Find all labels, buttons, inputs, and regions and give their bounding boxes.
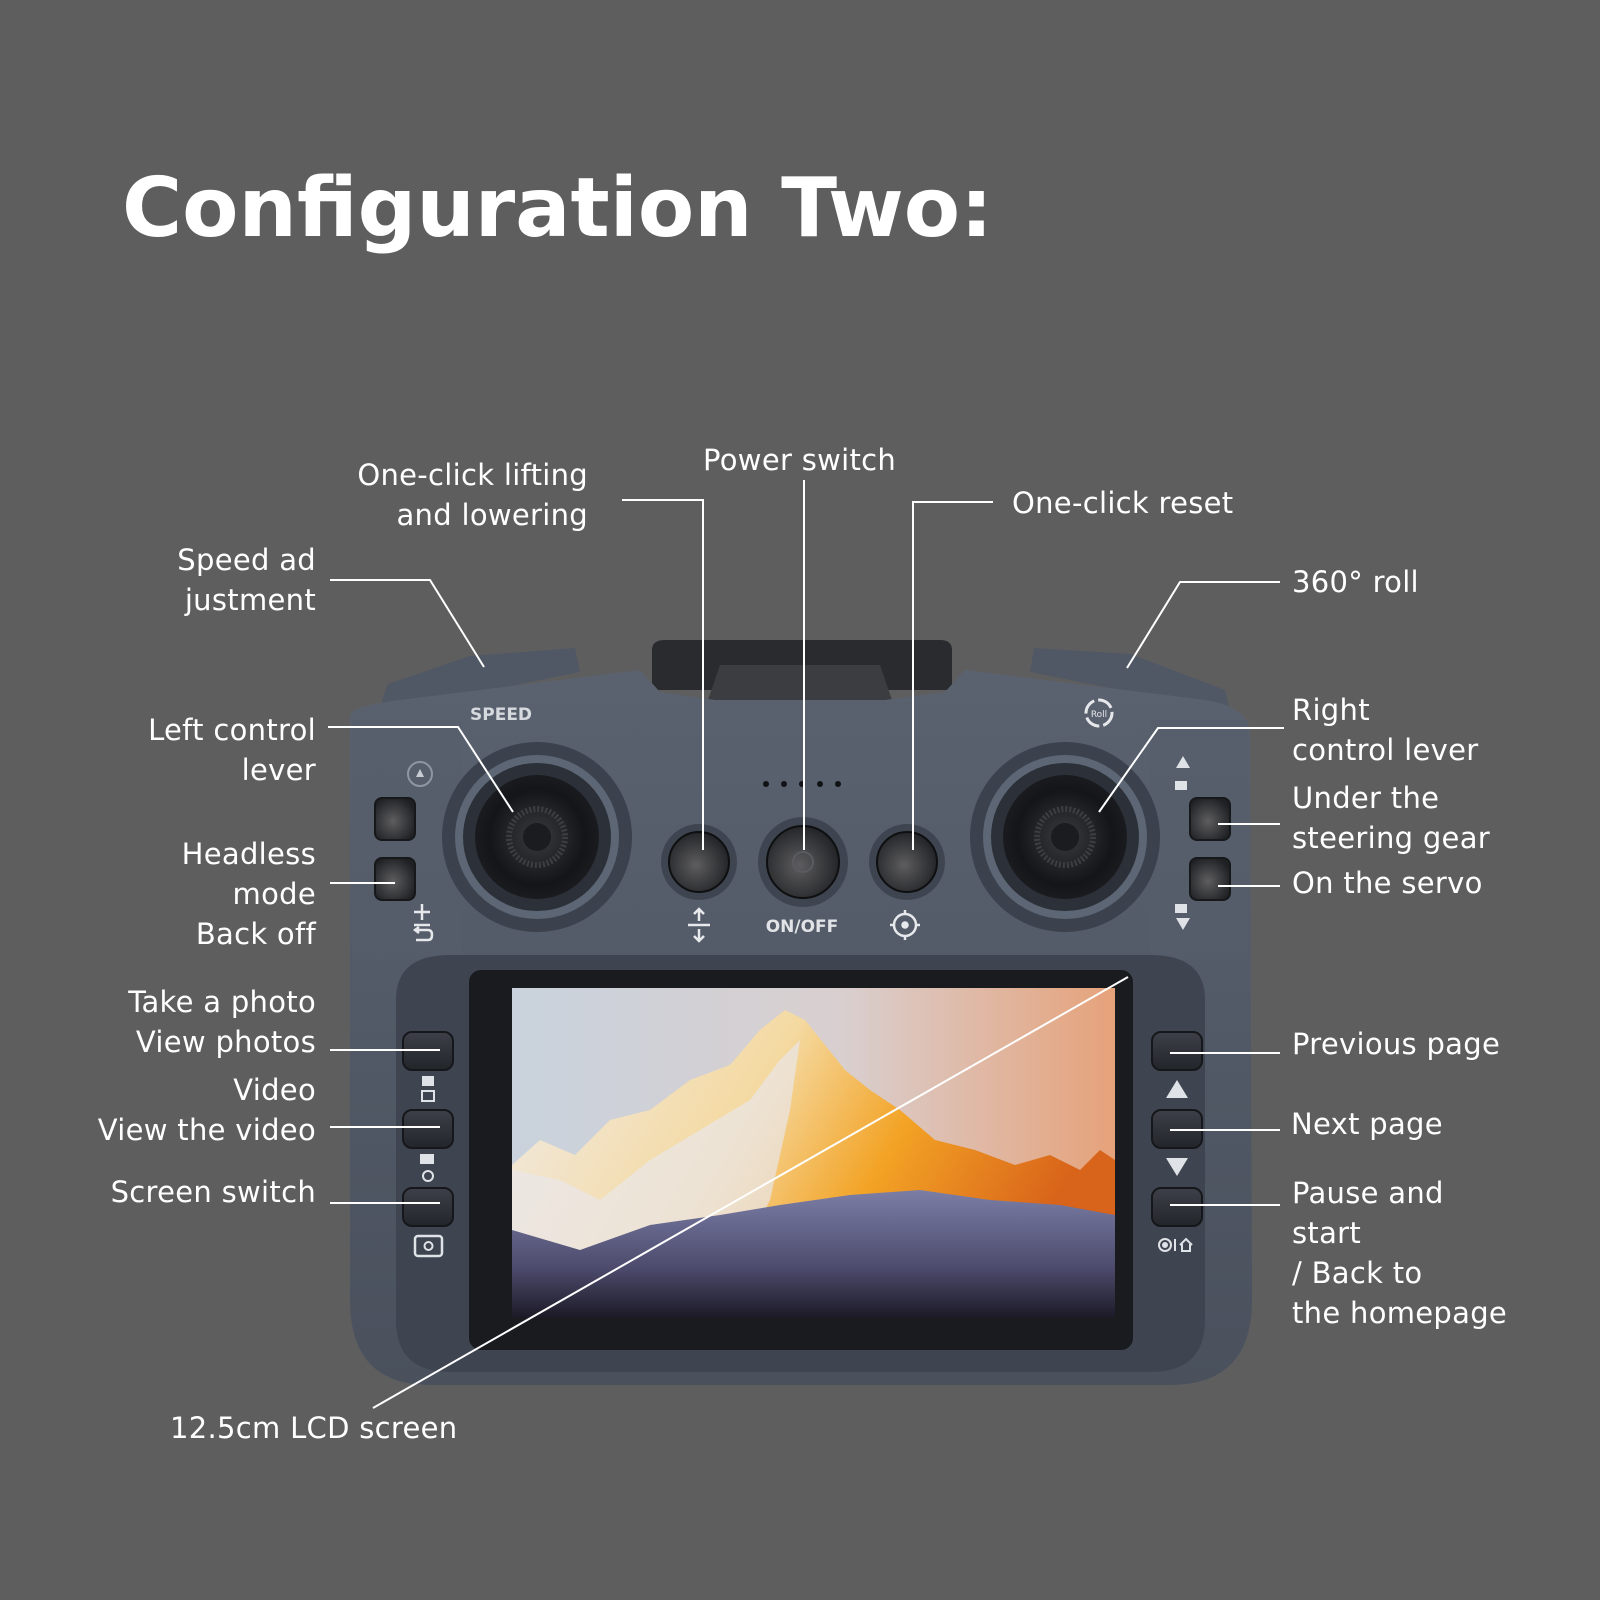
leader-lines: [328, 480, 1284, 1409]
label-speed-adjustment: Speed ad justment: [177, 543, 316, 617]
lift-button: [661, 824, 737, 900]
speed-label: SPEED: [470, 705, 532, 725]
triangle-up-icon-top: [1176, 756, 1190, 768]
page-title: Configuration Two:: [122, 161, 993, 256]
label-video: Video View the video: [97, 1073, 316, 1147]
previous-page-button: [1151, 1031, 1203, 1071]
roll-icon: Roll: [1084, 698, 1114, 728]
label-on-the-servo: On the servo: [1292, 866, 1483, 900]
screen-switch-icon: [413, 1234, 444, 1258]
label-power-switch: Power switch: [703, 443, 897, 477]
speed-dial: [382, 648, 580, 712]
power-button: [758, 817, 848, 907]
label-right-control-lever: Right control lever: [1292, 693, 1479, 767]
label-photo: Take a photo View photos: [128, 985, 316, 1059]
return-home-icon: [412, 904, 434, 942]
lcd-screen-image: [512, 988, 1115, 1318]
label-pause-back-home: Pause and start / Back to the homepage: [1292, 1176, 1508, 1330]
label-left-control-lever: Left control lever: [148, 713, 316, 787]
pause-home-button: [1151, 1187, 1203, 1227]
label-360-roll: 360° roll: [1292, 565, 1419, 599]
label-previous-page: Previous page: [1292, 1027, 1501, 1061]
camera-icon-bottom: [1175, 904, 1187, 913]
on-servo-button: [1189, 857, 1231, 901]
label-screen-switch: Screen switch: [110, 1175, 316, 1209]
label-lcd-screen: 12.5cm LCD screen: [170, 1411, 458, 1445]
right-control-lever: [970, 742, 1160, 932]
target-reset-icon: [890, 910, 920, 940]
up-down-arrow-icon: [688, 907, 710, 943]
reset-button: [869, 824, 945, 900]
screen-switch-button: [402, 1187, 454, 1227]
svg-text:Roll: Roll: [1091, 710, 1107, 720]
label-next-page: Next page: [1291, 1107, 1443, 1141]
label-one-click-reset: One-click reset: [1012, 486, 1234, 520]
left-control-lever: [442, 742, 632, 932]
headless-circle-icon: [407, 761, 433, 787]
camera-photo-icon: [421, 1076, 435, 1102]
pause-home-icon: [1158, 1237, 1193, 1252]
left-upper-button: [374, 797, 416, 841]
camera-icon-top: [1175, 781, 1187, 790]
triangle-down-icon: [1166, 1158, 1188, 1176]
video-button: [402, 1109, 454, 1149]
video-camera-icon: [420, 1154, 434, 1182]
label-under-steering-gear: Under the steering gear: [1292, 781, 1490, 855]
label-one-click-lifting: One-click lifting and lowering: [357, 458, 588, 532]
triangle-up-icon: [1166, 1080, 1188, 1098]
headless-button: [374, 857, 416, 901]
under-gear-button: [1189, 797, 1231, 841]
label-headless-mode: Headless mode Back off: [181, 837, 316, 951]
power-label: ON/OFF: [766, 917, 839, 937]
roll-dial: [1030, 648, 1230, 712]
triangle-down-icon-bottom: [1176, 918, 1190, 930]
